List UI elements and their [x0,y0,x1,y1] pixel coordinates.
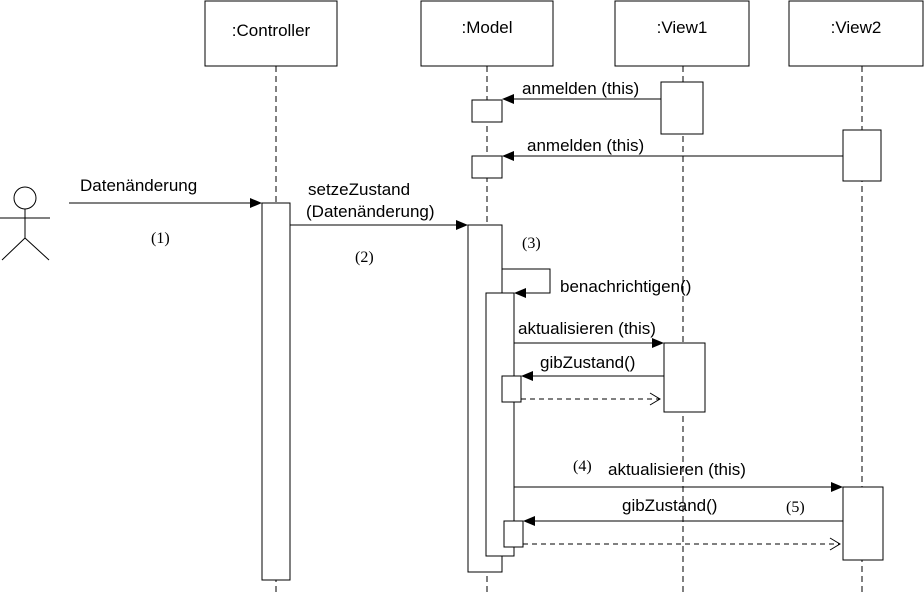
message-datenaenderung: Datenänderung [69,176,262,208]
message-label: anmelden (this) [522,79,639,98]
message-label: gibZustand() [622,496,717,515]
model-participant: :Model [420,0,554,67]
actor-icon [0,186,50,261]
message-aktualisieren-view1: aktualisieren (this) [514,319,664,348]
message-label: benachrichtigen() [560,277,691,296]
controller-label: :Controller [232,21,311,40]
message-label: gibZustand() [540,353,635,372]
message-gibzustand-view1: gibZustand() [521,353,664,381]
message-label: Datenänderung [80,176,197,195]
message-benachrichtigen: benachrichtigen() [502,268,691,298]
model-activation-getstate-1 [501,375,522,403]
model-label: :Model [461,18,512,37]
step-number: (5) [786,499,805,516]
message-anmelden-view1: anmelden (this) [502,79,661,104]
model-activation-getstate-2 [503,520,524,548]
view2-label: :View2 [831,18,882,37]
message-label: aktualisieren (this) [608,460,746,479]
message-anmelden-view2: anmelden (this) [502,136,843,161]
return-view2 [523,537,841,551]
return-view1 [521,392,661,406]
message-label: setzeZustand [308,180,410,199]
controller-participant: :Controller [204,0,338,67]
controller-activation [261,202,291,581]
message-label-argument: (Datenänderung) [306,202,435,221]
view1-label: :View1 [657,18,708,37]
step-number: (1) [151,230,170,247]
message-aktualisieren-view2: aktualisieren (this) [514,460,843,492]
message-label: anmelden (this) [527,136,644,155]
message-label: aktualisieren (this) [518,319,656,338]
model-activation-notify [485,292,515,557]
model-activation-register-1 [471,99,503,123]
message-gibzustand-view2: gibZustand() [523,496,843,526]
message-setze-zustand: setzeZustand (Datenänderung) [290,180,468,230]
view2-activation-register [842,129,882,182]
step-number: (3) [522,235,541,252]
view1-participant: :View1 [614,0,750,67]
view1-activation-update [663,342,706,413]
view2-participant: :View2 [788,0,924,67]
step-number: (4) [573,458,592,475]
view1-activation-register [660,81,704,135]
model-activation-register-2 [471,155,503,179]
view2-activation-update [842,486,884,561]
step-number: (2) [355,249,374,266]
